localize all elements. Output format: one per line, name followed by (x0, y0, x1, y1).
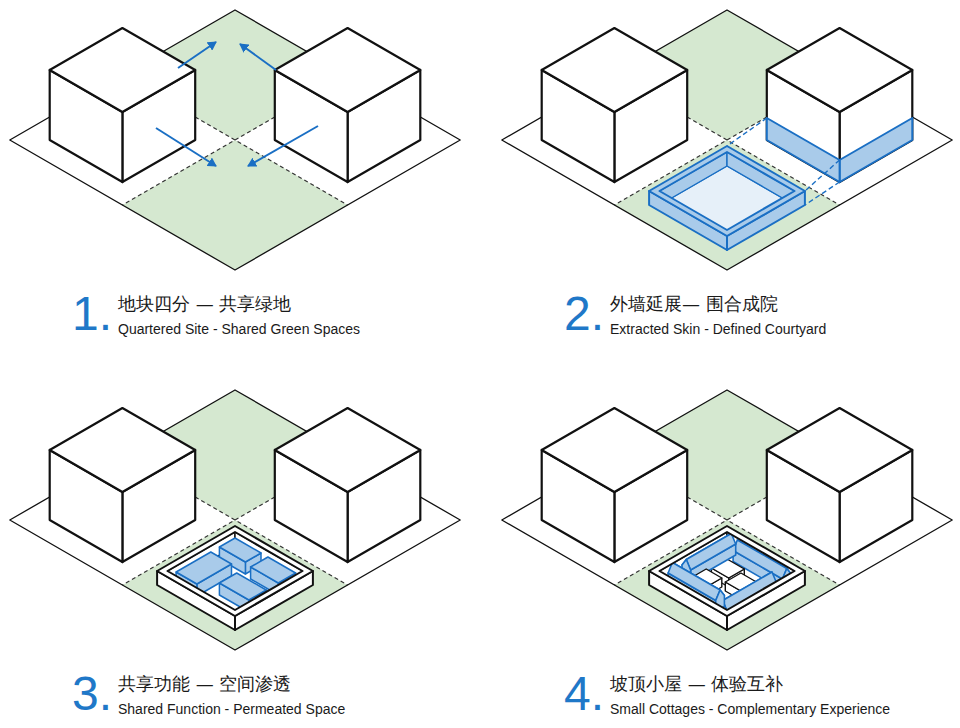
flow-arrow (248, 126, 318, 166)
building-cube (542, 28, 688, 112)
courtyard-wall (157, 571, 235, 630)
courtyard-wall (649, 571, 727, 630)
courtyard-rim (157, 526, 313, 616)
building-cube (275, 28, 421, 112)
courtyard-wall (235, 571, 313, 630)
site-border (10, 10, 460, 270)
step-title-en: Extracted Skin - Defined Courtyard (610, 322, 826, 337)
step-title-en: Shared Function - Permeated Space (118, 702, 345, 717)
projection-line (805, 160, 840, 191)
site-ground (502, 390, 952, 650)
courtyard-rim (649, 526, 805, 616)
courtyard-wall (727, 191, 805, 250)
flow-arrow (178, 42, 216, 68)
building-cube (50, 28, 196, 112)
site-ground (10, 390, 460, 650)
building-cube (767, 28, 913, 112)
site-border (502, 10, 952, 270)
building-cube (542, 408, 688, 492)
site-ground (10, 10, 460, 270)
step-number: 1. (72, 290, 112, 338)
site-border (502, 390, 952, 650)
extracted-skin-band (767, 118, 840, 182)
courtyard-wall (649, 191, 727, 250)
step-title-zh: 外墙延展— 围合成院 (610, 294, 778, 314)
site-ground (502, 10, 952, 270)
site-border (10, 390, 460, 650)
projection-line (727, 118, 767, 146)
step-title-zh: 地块四分 — 共享绿地 (118, 294, 291, 314)
courtyard-wall (727, 571, 805, 630)
step-title-en: Small Cottages - Complementary Experienc… (610, 702, 890, 717)
step-number: 3. (72, 670, 112, 718)
building-cube (275, 408, 421, 492)
flow-arrow (156, 128, 216, 166)
courtyard-rim (649, 146, 805, 236)
extracted-skin-band (840, 118, 913, 182)
projection-line (805, 182, 840, 205)
building-cube (767, 408, 913, 492)
step-title-zh: 共享功能 — 空间渗透 (118, 674, 291, 694)
building-cube (50, 408, 196, 492)
flow-arrow (240, 44, 276, 70)
step-title-zh: 坡顶小屋 — 体验互补 (610, 674, 783, 694)
step-number: 4. (564, 670, 604, 718)
step-title-en: Quartered Site - Shared Green Spaces (118, 322, 360, 337)
step-number: 2. (564, 290, 604, 338)
